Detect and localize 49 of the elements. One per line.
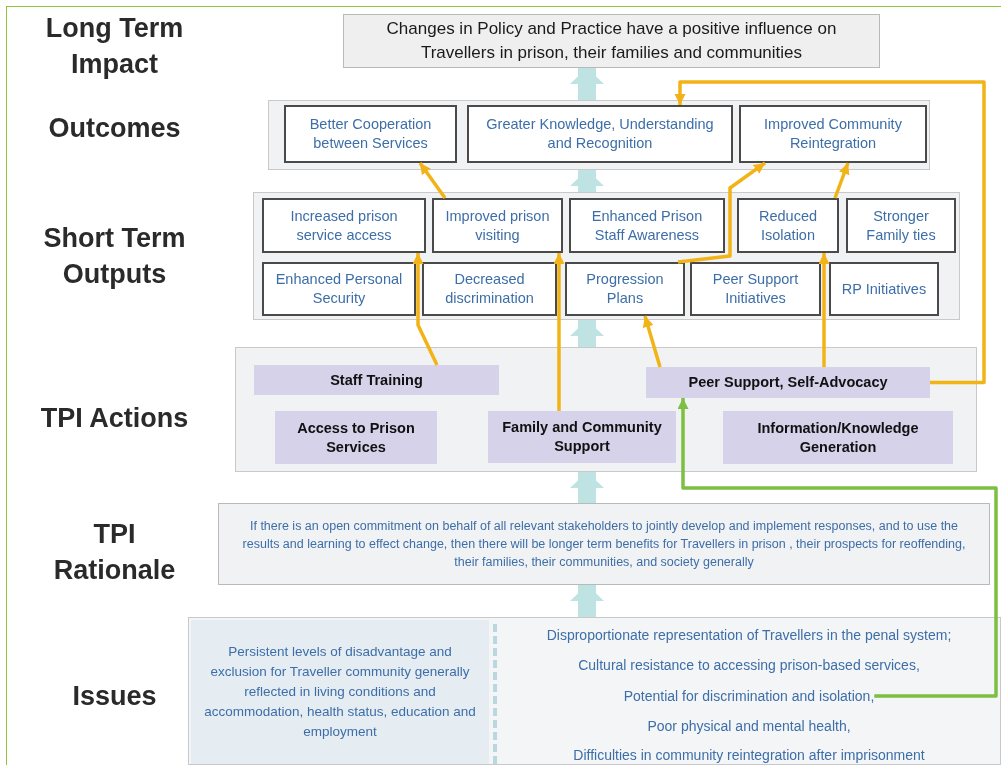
arrow [818,253,830,367]
action-box: Information/Knowledge Generation [723,411,953,464]
section-panel [253,192,960,320]
block-arrow [570,68,604,100]
row-label: Short Term Outputs [42,222,187,291]
action-box: Staff Training [254,365,499,395]
output-box: Stronger Family ties [846,198,956,253]
arrow [412,253,439,366]
row-label: Long Term Impact [44,12,185,81]
issue-text: Disproportionate representation of Travellers in the penal system; [546,625,952,645]
arrow [677,398,998,698]
row-label: TPI Actions [39,402,190,435]
arrow [674,80,986,385]
output-box: Enhanced Personal Security [262,262,416,316]
output-box: Enhanced Prison Staff Awareness [569,198,725,253]
rationale-box: If there is an open commitment on behalf of all relevant stakeholders to jointly develop and implement responses, and to use the results and learning to effect change, then there will be longer term benefits for Travellers in prison , their prospects for reoffending, their families, their communities, and society generally [218,503,990,585]
output-box: Increased prison service access [262,198,426,253]
output-box: Greater Knowledge, Understanding and Recognition [467,105,733,163]
issue-text: Poor physical and mental health, [647,716,851,736]
section-panel [268,100,930,170]
block-arrow [570,320,604,347]
row-label: TPI Rationale [52,518,177,587]
action-box: Access to Prison Services [275,411,437,464]
row-label: Issues [71,680,158,713]
arrow [418,162,447,199]
output-box: Improved Community Reintegration [739,105,927,163]
action-box: Family and Community Support [488,411,676,463]
block-arrow [570,472,604,503]
block-arrow [570,170,604,192]
issue-box: Persistent levels of disadvantage and exclusion for Traveller community generally reflected in living conditions and accommodation, health status, education and employment [191,620,489,764]
issue-text: Potential for discrimination and isolation, [623,686,875,706]
output-box: Reduced Isolation [737,198,839,253]
issue-text: Difficulties in community reintegration after imprisonment [573,745,925,765]
output-box: Peer Support Initiatives [690,262,821,316]
output-box: Improved prison visiting [432,198,563,253]
output-box: Progression Plans [565,262,685,316]
issue-text: Cultural resistance to accessing prison-based services, [578,655,920,675]
action-box: Peer Support, Self-Advocacy [646,367,930,398]
output-box: RP Initiatives [829,262,939,316]
arrow [553,253,565,411]
output-box: Decreased discrimination [422,262,557,316]
impact-box: Changes in Policy and Practice have a positive influence on Travellers in prison, their families and communities [343,14,880,68]
issues-panel [188,617,1001,765]
block-arrow [570,585,604,617]
section-panel [235,347,977,472]
row-label: Outcomes [47,112,182,145]
arrow [642,315,662,368]
output-box: Better Cooperation between Services [284,105,457,163]
arrow [833,162,850,199]
